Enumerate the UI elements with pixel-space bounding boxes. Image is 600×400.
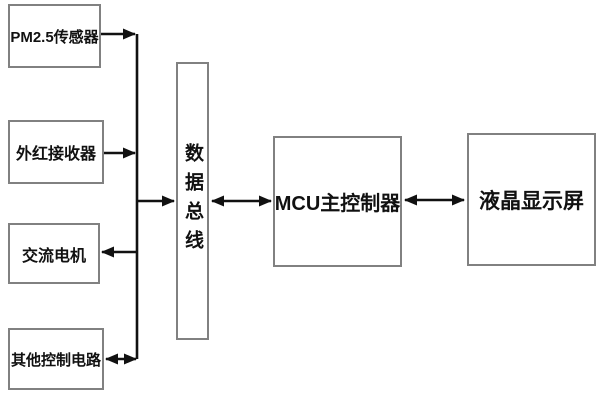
- node-pm25-sensor: PM2.5传感器: [8, 4, 101, 68]
- node-data-bus-label: 数据总线: [182, 143, 203, 259]
- node-mcu-controller-label: MCU主控制器: [274, 193, 401, 215]
- node-pm25-sensor-label: PM2.5传感器: [10, 28, 99, 46]
- node-ac-motor-label: 交流电机: [21, 247, 86, 265]
- node-other-control-circuit-label: 其他控制电路: [10, 351, 101, 369]
- node-mcu-controller: MCU主控制器: [273, 136, 402, 267]
- node-lcd-display: 液晶显示屏: [467, 133, 596, 266]
- node-infrared-receiver: 外红接收器: [8, 120, 104, 184]
- node-data-bus: 数据总线: [176, 62, 209, 340]
- node-lcd-display-label: 液晶显示屏: [479, 189, 584, 213]
- node-ac-motor: 交流电机: [8, 223, 100, 284]
- node-infrared-receiver-label: 外红接收器: [15, 146, 96, 163]
- node-other-control-circuit: 其他控制电路: [8, 328, 104, 390]
